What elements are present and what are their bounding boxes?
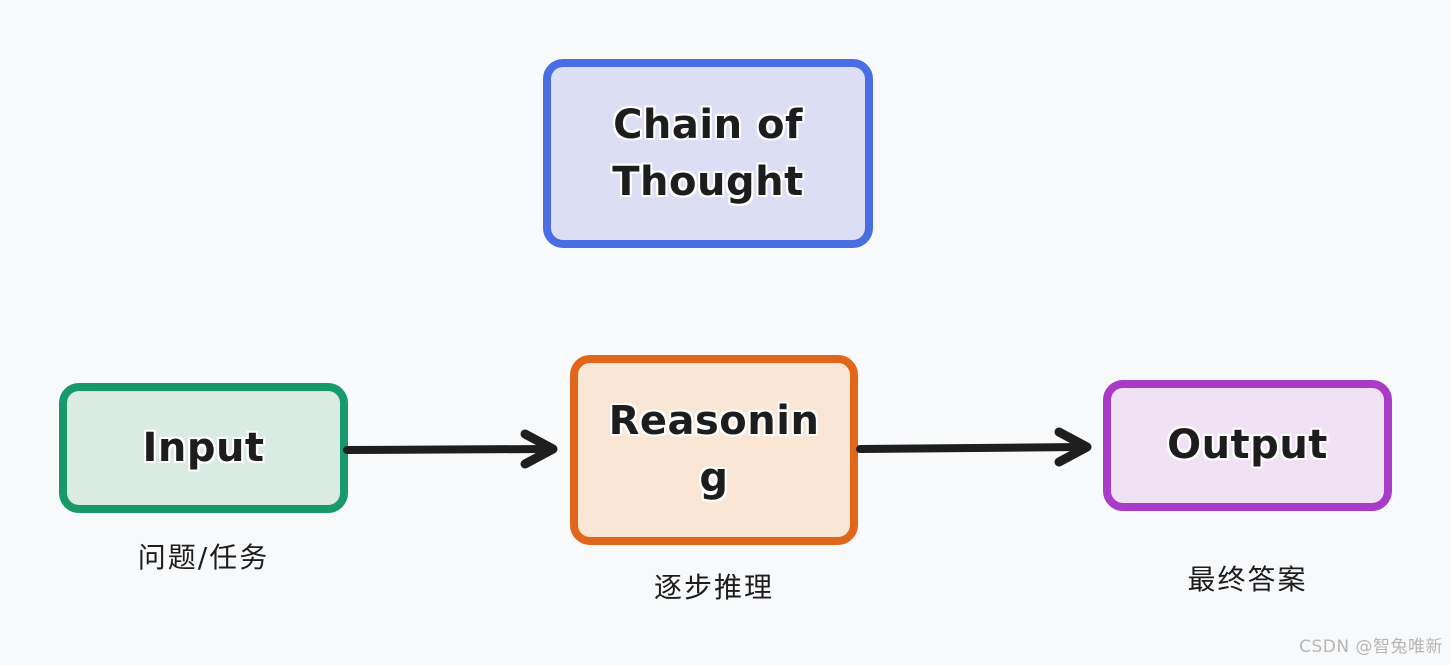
csdn-watermark: CSDN @智兔唯新	[1299, 637, 1443, 657]
output-node-label: Output	[1167, 422, 1328, 469]
input-node-box: Input	[59, 383, 348, 513]
arrow-input-to-reasoning	[343, 429, 558, 469]
output-caption: 最终答案	[1187, 563, 1308, 596]
arrow-reasoning-to-output	[856, 427, 1092, 467]
reasoning-caption: 逐步推理	[653, 571, 774, 604]
reasoning-node-label: Reasoning	[608, 398, 820, 501]
reasoning-node-box: Reasoning	[570, 355, 858, 545]
output-node-box: Output	[1103, 380, 1392, 511]
input-caption: 问题/任务	[137, 541, 270, 574]
input-node-label: Input	[142, 424, 265, 471]
chain-of-thought-box: Chain of Thought	[543, 59, 873, 248]
chain-of-thought-label: Chain of Thought	[612, 101, 804, 205]
